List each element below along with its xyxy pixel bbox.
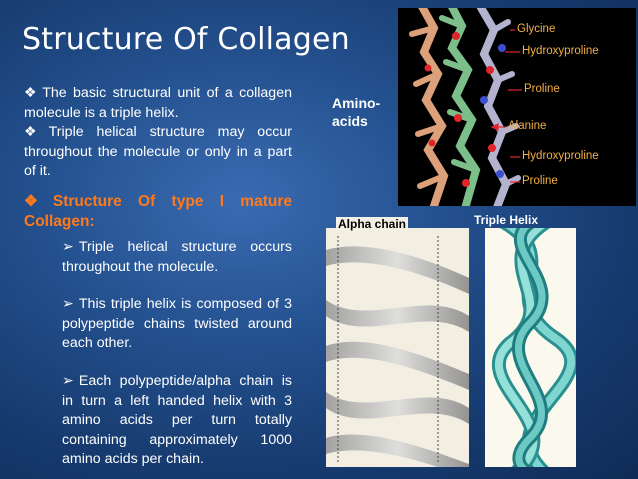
molecular-model-image: Glycine Hydroxyproline Proline Alanine H…: [398, 8, 636, 206]
paragraph-1-text: The basic structural unit of a collagen …: [24, 85, 292, 121]
sub-item-1-text: Triple helical structure occurs througho…: [62, 238, 292, 275]
amino-name-hydroxyproline-1: Hydroxyproline: [522, 45, 599, 57]
paragraph-2: ❖Triple helical structure may occur thro…: [24, 123, 292, 182]
subheading: ❖Structure Of type I mature Collagen:: [24, 192, 292, 232]
triple-helix-image: [485, 228, 576, 467]
subheading-text: Structure Of type I mature Collagen:: [24, 192, 292, 230]
text-body: ❖The basic structural unit of a collagen…: [24, 84, 292, 470]
triple-helix-label: Triple Helix: [474, 213, 539, 227]
diamond-bullet-icon: ❖: [24, 192, 50, 210]
amino-acids-label-line-2: acids: [332, 113, 368, 129]
arrow-bullet-icon: ➢: [62, 296, 74, 313]
alpha-chain-image: [326, 228, 469, 467]
paragraph-1: ❖The basic structural unit of a collagen…: [24, 84, 292, 123]
diamond-bullet-icon: ❖: [24, 85, 40, 101]
sub-item-1: ➢Triple helical structure occurs through…: [62, 238, 292, 277]
alpha-chain-label: Alpha chain: [336, 217, 409, 231]
sub-item-3: ➢Each polypeptide/alpha chain is in turn…: [62, 372, 292, 470]
amino-name-proline-1: Proline: [524, 83, 560, 95]
arrow-bullet-icon: ➢: [62, 372, 74, 389]
diamond-bullet-icon: ❖: [24, 124, 46, 141]
sub-item-2-text: This triple helix is composed of 3 polyp…: [62, 296, 292, 352]
amino-name-hydroxyproline-2: Hydroxyproline: [522, 150, 599, 162]
arrow-bullet-icon: ➢: [62, 238, 74, 255]
amino-name-alanine: Alanine: [508, 120, 547, 132]
molecular-model-svg: [409, 8, 522, 206]
alpha-chain-svg: [326, 236, 469, 467]
paragraph-2-text: Triple helical structure may occur throu…: [24, 124, 292, 180]
triple-helix-svg: [491, 228, 576, 467]
sub-list: ➢Triple helical structure occurs through…: [62, 238, 292, 470]
amino-name-proline-2: Proline: [522, 175, 558, 187]
sub-item-3-text: Each polypeptide/alpha chain is in turn …: [62, 372, 292, 468]
slide-title: Structure Of Collagen: [22, 22, 350, 57]
amino-acids-label: Amino-acids: [332, 94, 392, 130]
sub-item-2: ➢This triple helix is composed of 3 poly…: [62, 295, 292, 354]
amino-name-glycine: Glycine: [517, 23, 556, 35]
amino-acids-label-line-1: Amino-: [332, 95, 381, 111]
